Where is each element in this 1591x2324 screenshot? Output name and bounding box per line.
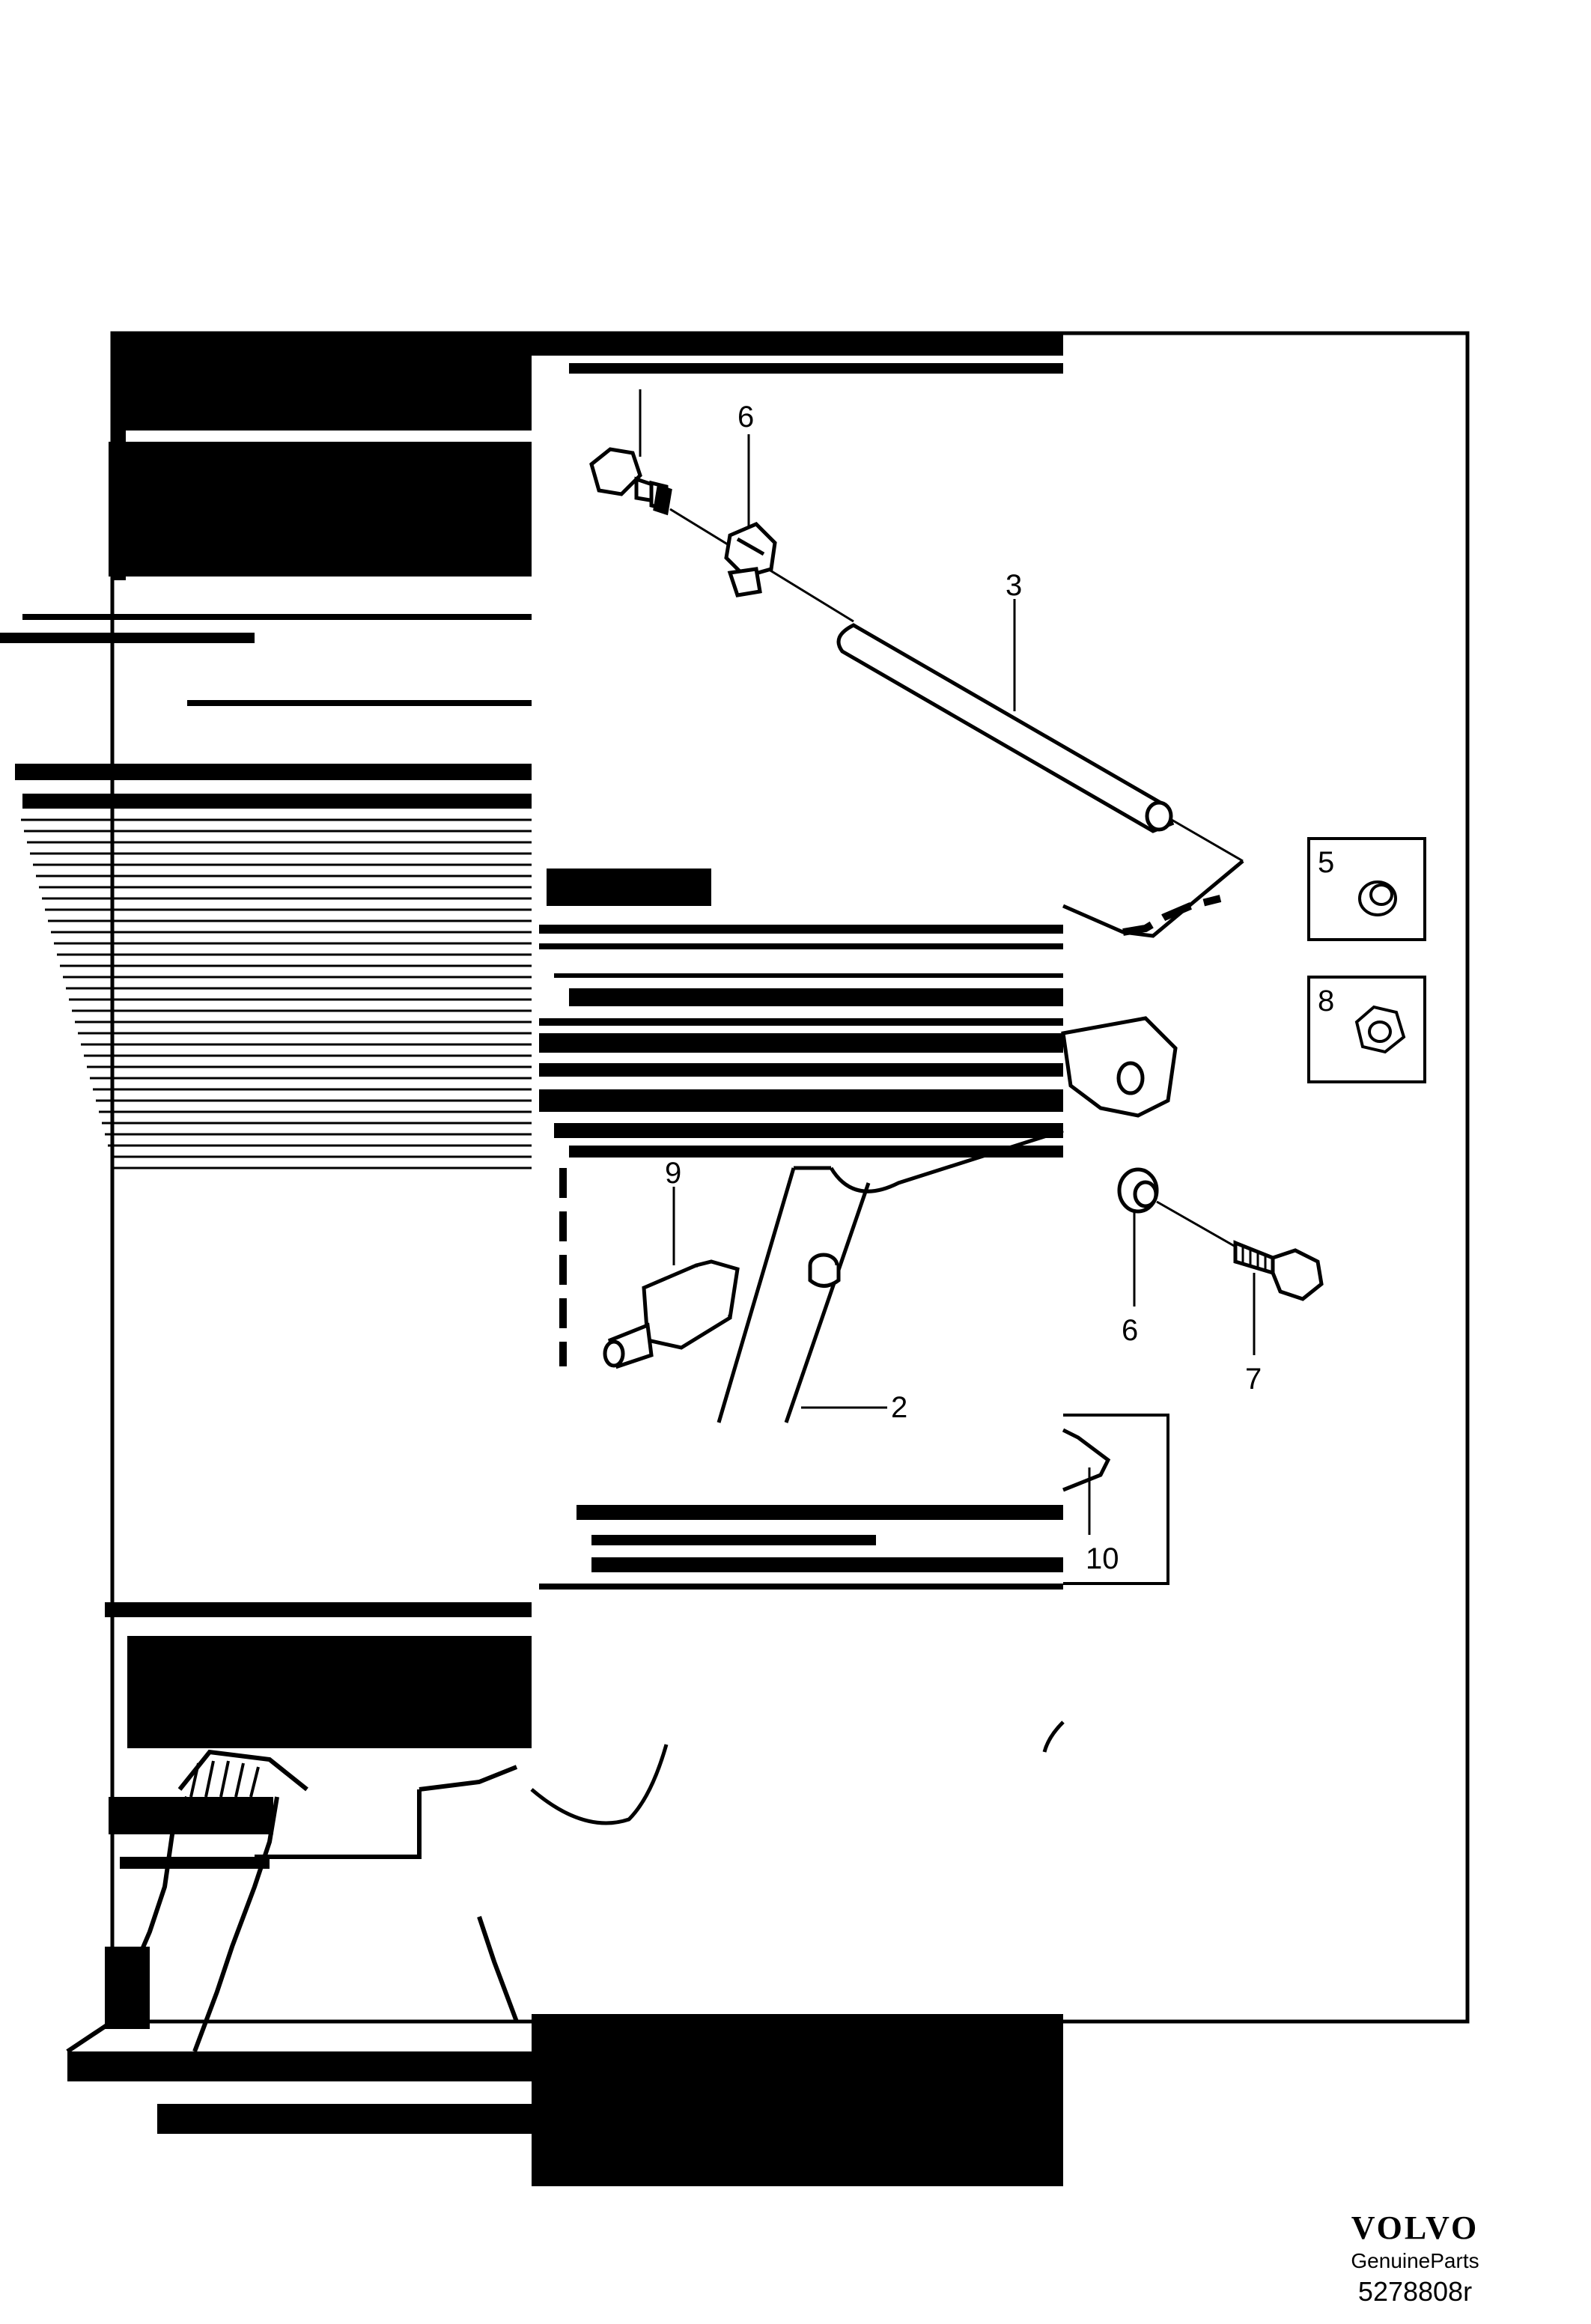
detail-box-10: [1063, 1414, 1169, 1585]
axis-line-lower: [1156, 1200, 1236, 1248]
bushing-lower: [1117, 1167, 1159, 1214]
axis-line-shaft: [1171, 818, 1244, 863]
callout-8: 8: [1318, 985, 1334, 1017]
bushing-upper: [724, 522, 777, 597]
pedal-lower-curve: [530, 1744, 669, 1825]
glitch-region-left: [0, 333, 532, 2134]
glitch-pedal-teeth: [189, 1760, 260, 1798]
callout-6-upper: 6: [737, 401, 754, 434]
pedal-stud: [808, 1253, 841, 1288]
glitch-pedal-left: [66, 1749, 519, 2054]
brand-logo: VOLVO: [1351, 2209, 1479, 2246]
pedal-arm-outline: [1062, 860, 1244, 938]
callout-3: 3: [1006, 569, 1022, 602]
pedal-lower-right-edge: [1042, 1721, 1065, 1753]
callout-6-lower: 6: [1122, 1314, 1138, 1347]
pedal-bracket: [1061, 1016, 1178, 1118]
callout-2: 2: [891, 1391, 907, 1424]
shaft-3: [836, 623, 1175, 833]
callout-10: 10: [1086, 1542, 1119, 1575]
brand-subtitle: GenuineParts: [1351, 2249, 1479, 2272]
glitch-hatching-left: [21, 818, 532, 1169]
callout-9: 9: [665, 1157, 681, 1190]
brand-block: VOLVO GenuineParts 5278808r: [1303, 2209, 1527, 2309]
bolt-lower-7: [1233, 1240, 1324, 1301]
switch-9: [603, 1259, 740, 1369]
glitch-strip-center: [532, 333, 1063, 2186]
detail-box-5: 5: [1307, 837, 1426, 941]
diagram-reference: 5278808r: [1357, 2276, 1473, 2307]
callout-5: 5: [1318, 846, 1334, 879]
callout-7: 7: [1245, 1363, 1262, 1396]
pedal-pad-10: [1062, 1428, 1111, 1492]
pedal-lever-arm-2: [717, 1128, 1064, 1423]
detail-box-8: 8: [1307, 976, 1426, 1083]
bolt-lower-thread: [1241, 1244, 1267, 1271]
bolt-upper: [589, 447, 672, 516]
